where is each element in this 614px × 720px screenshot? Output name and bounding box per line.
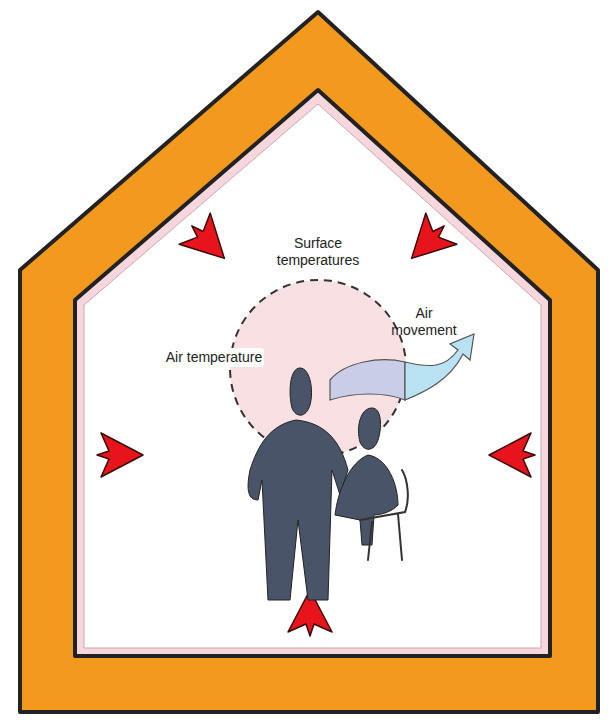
heat-arrow [176,210,240,274]
air-movement-arrow-tail [330,360,405,400]
person-head [359,408,381,449]
heat-arrow [97,433,143,477]
heat-arrow [489,433,535,477]
standing-person [248,420,348,600]
inner-wall [75,90,550,656]
heat-arrow [396,210,460,274]
seated-person [335,455,398,545]
room-interior [84,104,541,648]
outer-wall [20,12,598,712]
air-movement-arrow-head [405,334,474,400]
person-head [290,368,311,415]
chair [360,470,408,560]
annotation-label: Surface temperatures [258,235,378,269]
annotation-label: Air temperature [164,348,264,367]
annotation-label: Air movement [384,305,464,339]
